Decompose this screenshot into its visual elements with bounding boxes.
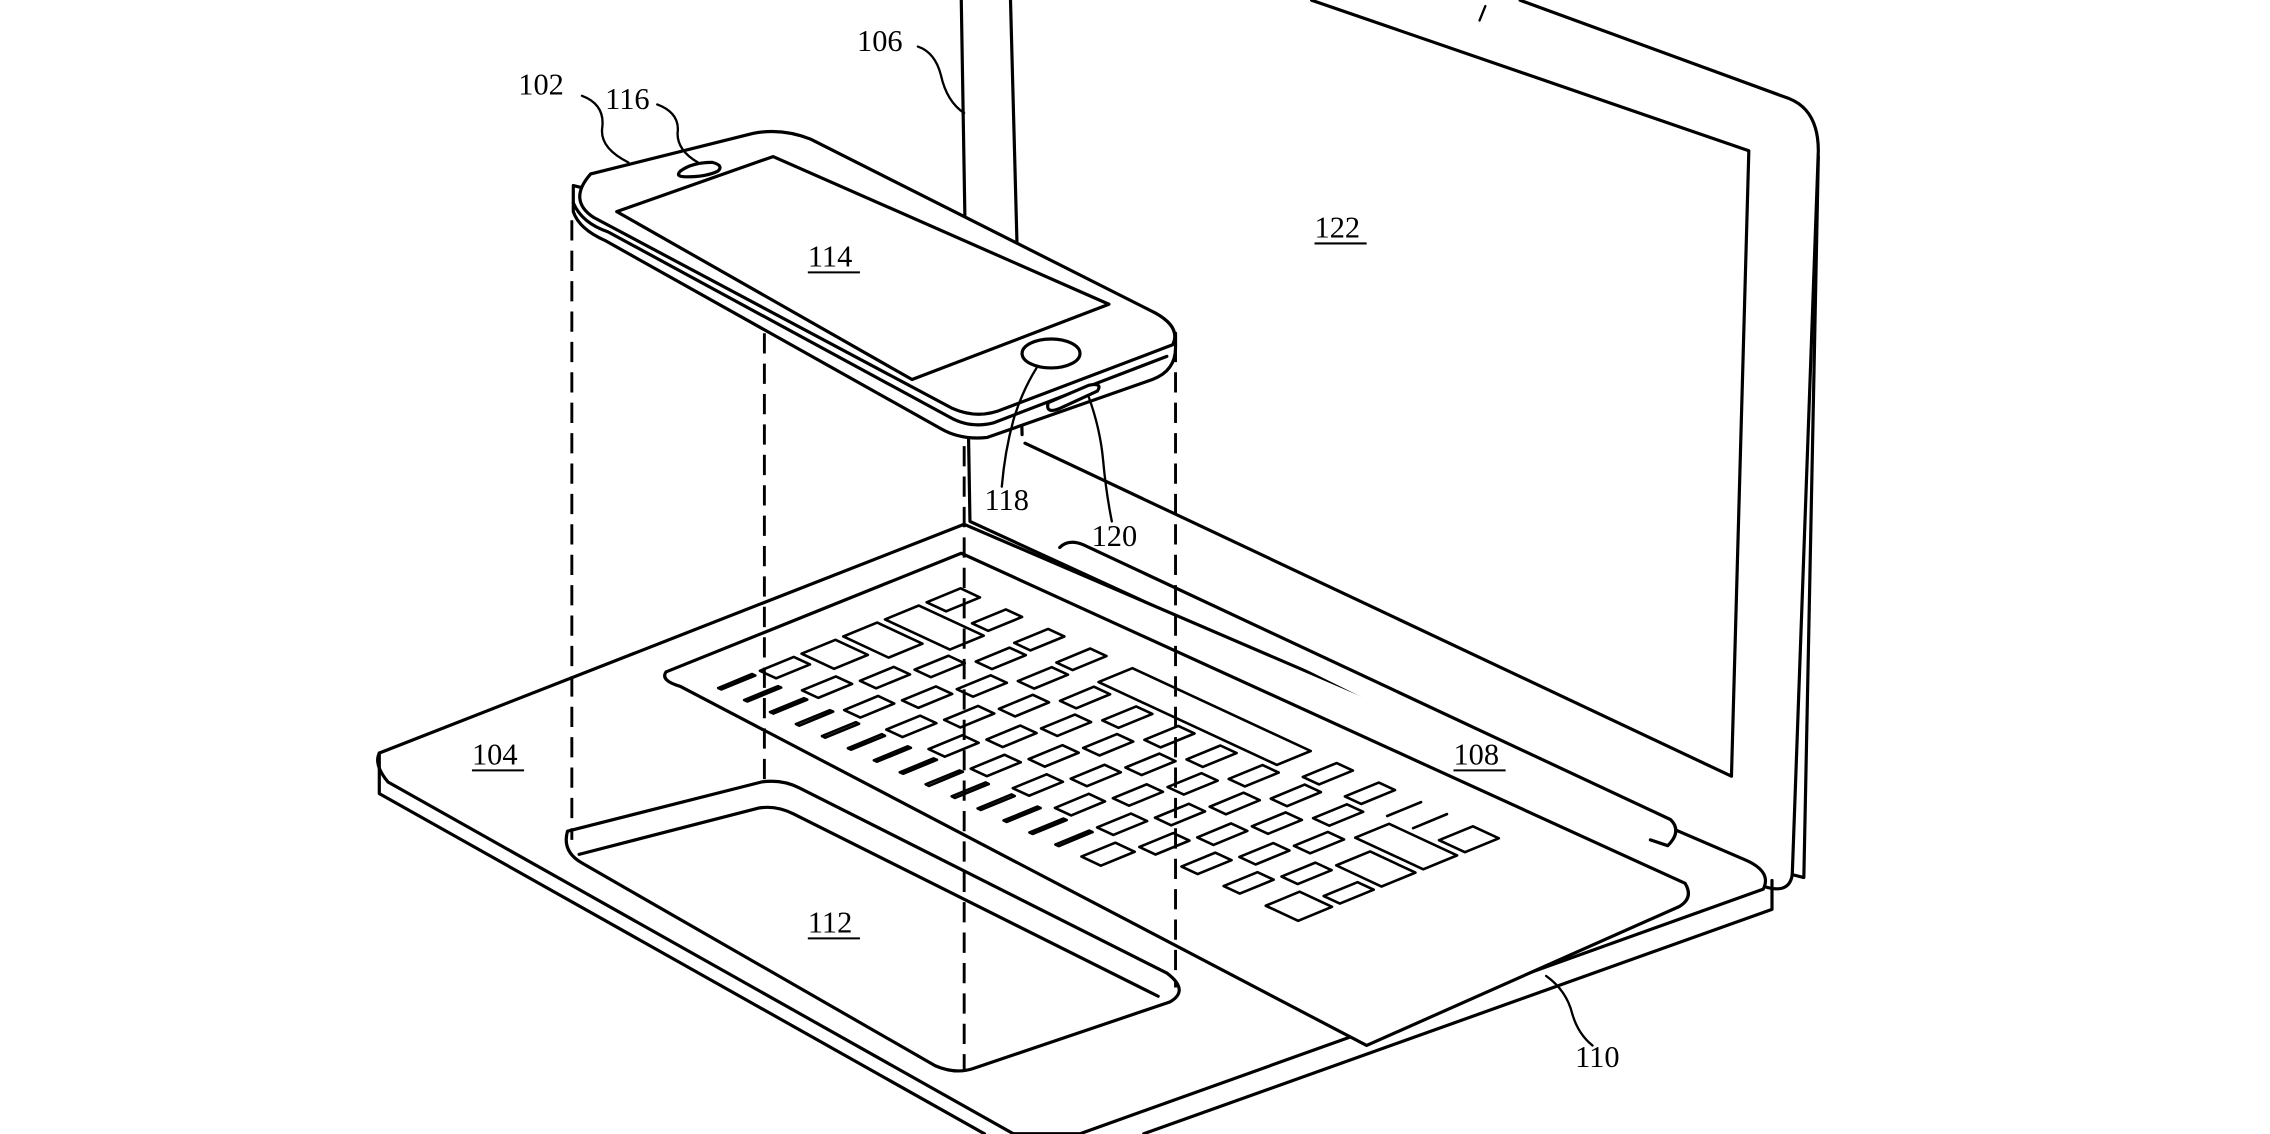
phone-screen [615, 154, 1111, 382]
keyboard-key [1385, 800, 1423, 818]
keyboard-key [1039, 713, 1093, 738]
projection-lines [570, 220, 1177, 1072]
keyboard-key [1097, 666, 1313, 767]
label-108: 108 [1453, 738, 1499, 772]
keyboard-key [976, 793, 1016, 812]
phone-connector-port [1046, 383, 1101, 412]
keyboard-key [1411, 812, 1449, 830]
keyboard-key [800, 638, 870, 671]
keyboard-key [1222, 870, 1275, 895]
keyboard-key [1292, 830, 1346, 855]
keyboard-key [997, 693, 1051, 718]
keyboard-key [942, 704, 996, 729]
keyboard-key [872, 745, 913, 764]
label-120: 120 [1092, 519, 1138, 553]
keyboard-key [858, 665, 912, 690]
keyboard-key [1250, 811, 1304, 836]
keyboard-key [1124, 752, 1177, 777]
keyboard-key [985, 724, 1038, 749]
keyboard-key [1437, 824, 1501, 854]
keyboard-key [927, 733, 980, 758]
keyboard-key [1055, 647, 1108, 672]
label-106: 106 [857, 24, 903, 58]
keyboard-key [1280, 861, 1333, 886]
keyboard-key [970, 608, 1024, 633]
label-104: 104 [472, 738, 518, 772]
keyboard-key [1311, 802, 1365, 828]
keyboard-key [1195, 822, 1249, 847]
keyboard-key [1011, 773, 1065, 798]
keyboard-key [716, 672, 757, 691]
keyboard-key [794, 708, 835, 727]
keyboard-key [1322, 880, 1376, 905]
laptop-display-lid [959, 0, 1820, 891]
keyboard-key [1269, 783, 1323, 808]
keyboard-key [950, 781, 991, 800]
label-114: 114 [808, 240, 852, 274]
label-122: 122 [1315, 211, 1361, 245]
trackpad-recess [564, 779, 1181, 1073]
phone-home-button [1020, 337, 1082, 370]
keyboard-key [1353, 822, 1459, 871]
keyboard-key [1334, 850, 1417, 888]
reference-labels: 102 116 106 114 122 118 120 104 108 112 … [471, 24, 1620, 1074]
keyboard-key [1264, 890, 1334, 923]
keyboard-key [1069, 763, 1123, 788]
keyboard-key [1080, 841, 1137, 867]
keyboard-key [1058, 685, 1112, 710]
keyboard-key [841, 621, 924, 659]
keyboard-key [1238, 841, 1291, 866]
keyboard-key [1227, 763, 1281, 788]
leader-lines [580, 45, 1594, 1047]
keyboard-key [1185, 744, 1238, 769]
keyboard-key [1016, 665, 1070, 690]
keyboard-keys [716, 586, 1501, 923]
keyboard-key [924, 769, 965, 788]
keyboard-key [1180, 851, 1233, 876]
keyboard-key [1100, 705, 1154, 730]
keyboard-key [742, 684, 783, 703]
phone-speaker [676, 160, 722, 179]
keyboard-key [1002, 805, 1042, 824]
keyboard-key [768, 696, 809, 715]
keyboard-key [1095, 812, 1149, 837]
keyboard-key [1208, 791, 1262, 816]
keyboard-key [1143, 724, 1196, 749]
keyboard-key [758, 655, 812, 680]
keyboard-key [1053, 792, 1107, 817]
label-118: 118 [984, 483, 1028, 517]
keyboard-key [1027, 743, 1080, 768]
keyboard-key [1301, 761, 1355, 786]
keyboard-key [974, 646, 1028, 671]
keyboard-key [925, 586, 982, 613]
keyboard-key [898, 757, 939, 776]
keyboard-key [969, 753, 1023, 778]
keyboard-key [955, 673, 1009, 699]
keyboard-key [1012, 627, 1066, 652]
label-110: 110 [1575, 1040, 1619, 1074]
keyboard-key [1153, 802, 1207, 827]
keyboard-key [1054, 829, 1094, 848]
keyboard-key [842, 694, 896, 719]
keyboard-key [1028, 817, 1068, 836]
keyboard-key [800, 675, 854, 700]
keyboard-key [846, 732, 887, 752]
keyboard-key [883, 604, 986, 651]
keyboard-key [1081, 732, 1135, 757]
keyboard-key [820, 720, 861, 739]
keyboard-key [900, 685, 954, 710]
label-102: 102 [518, 67, 564, 101]
keyboard-key [1111, 782, 1165, 808]
keyboard-key [1166, 771, 1219, 796]
label-116: 116 [605, 82, 649, 116]
label-112: 112 [808, 906, 852, 940]
keyboard-key [884, 714, 938, 739]
keyboard-key [1343, 781, 1397, 806]
portable-device-phone [571, 129, 1178, 440]
